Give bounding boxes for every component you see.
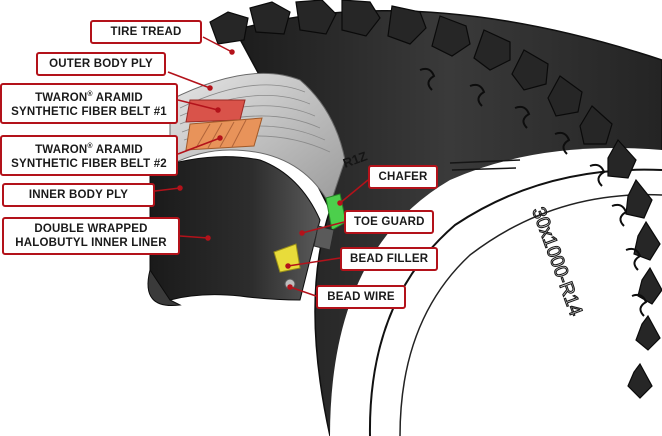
sidewall-fine-print bbox=[449, 159, 521, 171]
callout-chafer: CHAFER bbox=[368, 165, 438, 189]
belt-1-material: ARAMID bbox=[92, 91, 143, 104]
callout-tire-tread: TIRE TREAD bbox=[90, 20, 202, 44]
leader-lines bbox=[154, 36, 369, 297]
label-inner-body-ply: INNER BODY PLY bbox=[28, 189, 129, 201]
inner-liner-fold bbox=[147, 268, 182, 307]
belt-2-reg-mark: ® bbox=[87, 143, 93, 150]
label-inner-liner-line1: DOUBLE WRAPPED bbox=[34, 223, 148, 235]
label-inner-liner-line2: HALOBUTYL INNER LINER bbox=[15, 237, 167, 249]
callout-belt-1: TWARON® ARAMID SYNTHETIC FIBER BELT #1 bbox=[0, 83, 178, 124]
callout-toe-guard: TOE GUARD bbox=[344, 210, 434, 234]
callout-inner-liner: DOUBLE WRAPPED HALOBUTYL INNER LINER bbox=[2, 217, 180, 255]
label-bead-filler: BEAD FILLER bbox=[350, 253, 429, 265]
belt-2-brand: TWARON bbox=[35, 143, 88, 156]
label-belt-2-line2: SYNTHETIC FIBER BELT #2 bbox=[11, 157, 167, 170]
tread-blocks bbox=[209, 0, 662, 399]
shoulder-lugs bbox=[419, 67, 648, 317]
sidewall-lower-contour bbox=[368, 168, 662, 436]
label-tire-tread: TIRE TREAD bbox=[110, 26, 182, 38]
belt-1-brand: TWARON bbox=[35, 91, 88, 104]
belt-1-reg-mark: ® bbox=[87, 91, 93, 98]
label-toe-guard: TOE GUARD bbox=[354, 216, 425, 228]
sidewall-bead-contour bbox=[399, 193, 662, 436]
callout-outer-body-ply: OUTER BODY PLY bbox=[36, 52, 166, 76]
label-chafer: CHAFER bbox=[378, 171, 428, 183]
callout-inner-body-ply: INNER BODY PLY bbox=[2, 183, 155, 207]
label-bead-wire: BEAD WIRE bbox=[327, 291, 395, 303]
callout-bead-filler: BEAD FILLER bbox=[340, 247, 438, 271]
belt-2-hatching bbox=[195, 119, 247, 149]
label-outer-body-ply: OUTER BODY PLY bbox=[49, 58, 153, 70]
callout-belt-2: TWARON® ARAMID SYNTHETIC FIBER BELT #2 bbox=[0, 135, 178, 176]
belt-2-material: ARAMID bbox=[92, 143, 143, 156]
callout-bead-wire: BEAD WIRE bbox=[316, 285, 406, 309]
label-belt-2-line1: TWARON® ARAMID bbox=[10, 140, 168, 157]
toe-guard-layer bbox=[313, 225, 335, 251]
label-belt-1-line1: TWARON® ARAMID bbox=[10, 88, 168, 105]
label-belt-1-line2: SYNTHETIC FIBER BELT #1 bbox=[11, 105, 167, 118]
